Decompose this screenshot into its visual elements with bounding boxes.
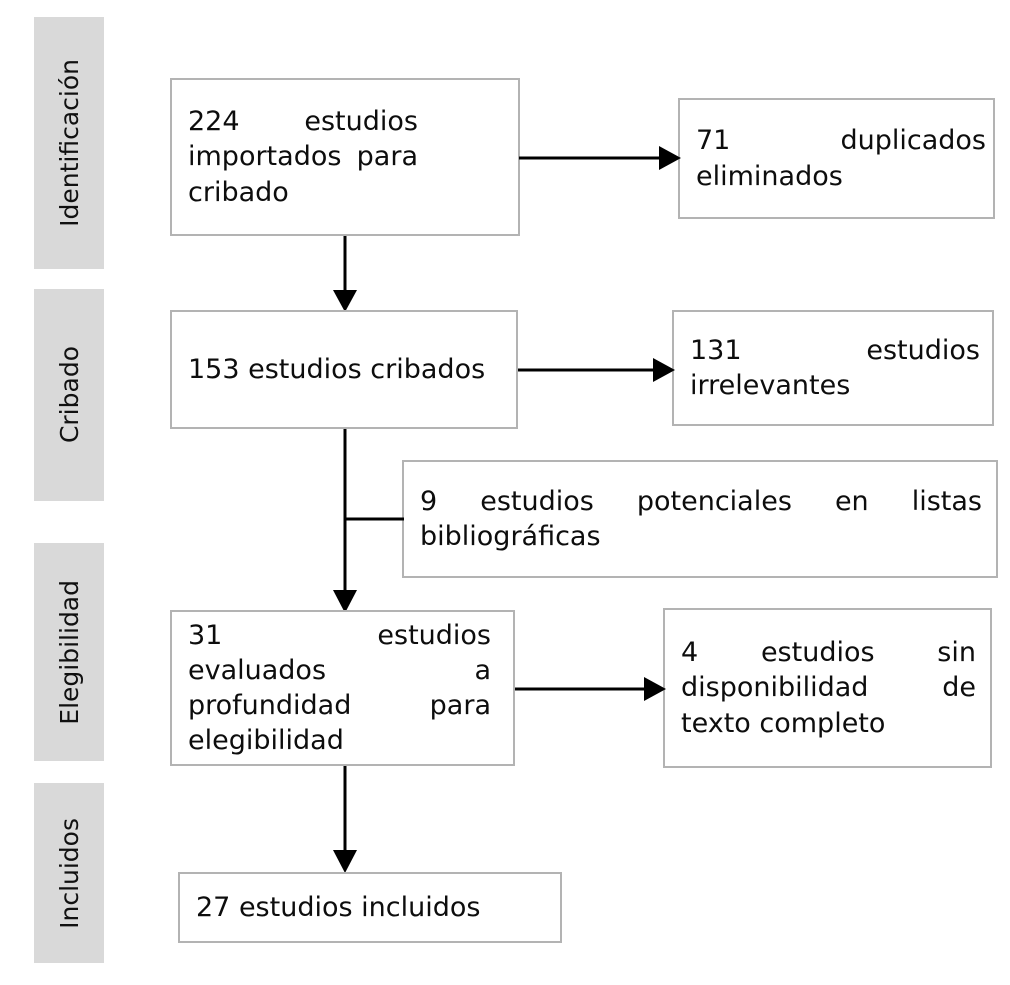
arrow-assessed-to-included	[330, 766, 360, 873]
box-imported-studies-text: 224 estudios importados para cribado	[188, 106, 418, 208]
box-screened-studies-text: 153 estudios cribados	[188, 353, 486, 385]
stage-band-incluidos: Incluidos	[34, 783, 104, 963]
box-included-studies-text: 27 estudios incluidos	[196, 891, 481, 923]
box-included-studies: 27 estudios incluidos	[178, 872, 562, 943]
box-imported-studies: 224 estudios importados para cribado	[170, 78, 520, 236]
box-duplicates-removed-text: 71 duplicados eliminados	[696, 125, 986, 192]
box-assessed-studies: 31 estudios evaluados a profundidad para…	[170, 610, 515, 766]
box-assessed-studies-text: 31 estudios evaluados a profundidad para…	[188, 619, 491, 757]
box-no-fulltext: 4 estudios sin disponibilidad de texto c…	[663, 608, 992, 768]
stage-band-elegibilidad: Elegibilidad	[34, 543, 104, 761]
box-bibliographic-lists-text: 9 estudios potenciales en listas bibliog…	[420, 485, 982, 552]
stage-band-identificacion: Identificación	[34, 17, 104, 269]
box-no-fulltext-text: 4 estudios sin disponibilidad de texto c…	[681, 637, 976, 739]
stage-band-cribado: Cribado	[34, 289, 104, 501]
arrow-imported-to-duplicates	[519, 143, 681, 173]
stage-label-elegibilidad: Elegibilidad	[54, 579, 84, 725]
box-irrelevant-studies: 131 estudios irrelevantes	[672, 310, 994, 426]
arrow-assessed-to-nofulltext	[515, 674, 666, 704]
stage-label-identificacion: Identificación	[54, 59, 84, 227]
box-irrelevant-studies-text: 131 estudios irrelevantes	[690, 334, 980, 401]
box-duplicates-removed: 71 duplicados eliminados	[678, 98, 995, 219]
arrow-screened-to-assessed	[330, 429, 420, 613]
arrow-screened-to-irrelevant	[518, 355, 675, 385]
stage-label-incluidos: Incluidos	[54, 817, 84, 929]
box-screened-studies: 153 estudios cribados	[170, 310, 518, 429]
box-bibliographic-lists: 9 estudios potenciales en listas bibliog…	[402, 460, 998, 578]
arrow-imported-to-screened	[330, 236, 360, 312]
stage-label-cribado: Cribado	[54, 346, 84, 444]
